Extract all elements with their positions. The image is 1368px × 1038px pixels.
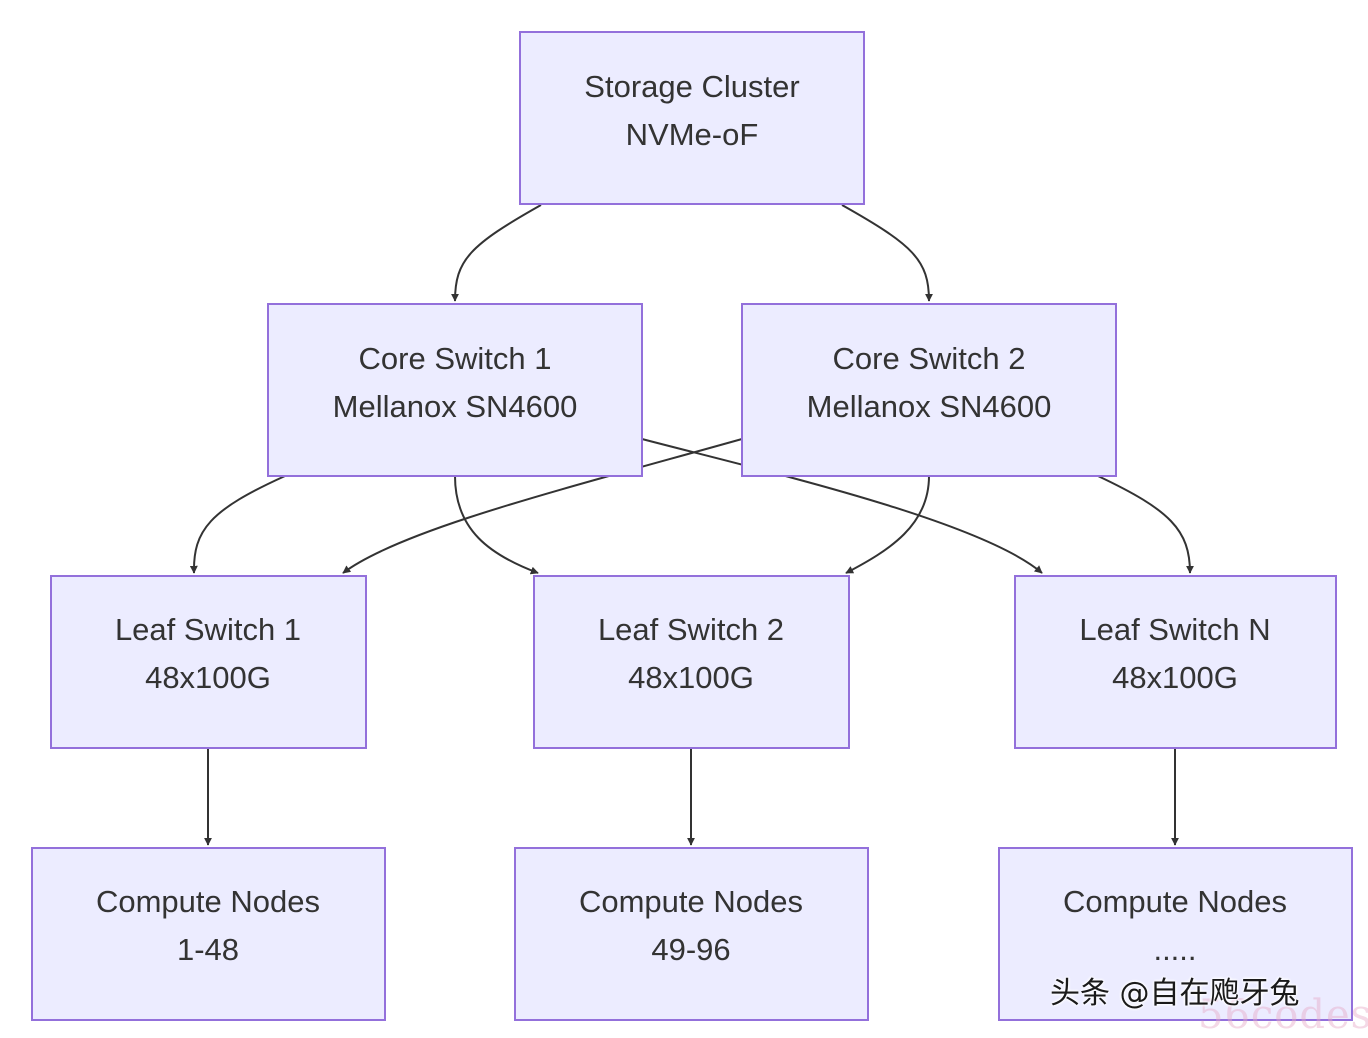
node-label-line1: Core Switch 1 (359, 341, 552, 376)
edge-core1-to-leaf2 (454, 475, 539, 575)
node-label-line2: Mellanox SN4600 (333, 389, 578, 424)
node-label-line2: ..... (1153, 932, 1196, 967)
node-label-line1: Storage Cluster (584, 69, 799, 104)
edge-core2-to-leaf2 (845, 475, 930, 574)
faint-watermark: 56codes (1198, 992, 1368, 1038)
node-label-line1: Compute Nodes (96, 884, 320, 919)
source-watermark: 头条 @自在飑牙兔 (1050, 976, 1300, 1011)
node-label-line2: NVMe-oF (626, 117, 759, 152)
node-label-line1: Compute Nodes (1063, 884, 1287, 919)
node-label-line2: 48x100G (628, 660, 754, 695)
node-leaf-switch-2: Leaf Switch 2 48x100G (533, 575, 850, 749)
node-leaf-switch-1: Leaf Switch 1 48x100G (50, 575, 367, 749)
node-storage-cluster: Storage Cluster NVMe-oF (519, 31, 865, 205)
node-compute-nodes-n: Compute Nodes ..... (998, 847, 1353, 1021)
node-label-line1: Compute Nodes (579, 884, 803, 919)
node-label-line1: Leaf Switch 2 (598, 612, 784, 647)
node-label-line1: Leaf Switch 1 (115, 612, 301, 647)
edge-core2-to-leaf1 (342, 438, 743, 574)
node-label-line1: Core Switch 2 (833, 341, 1026, 376)
node-label-line2: 1-48 (177, 932, 239, 967)
node-core-switch-2: Core Switch 2 Mellanox SN4600 (741, 303, 1117, 477)
node-label-line1: Leaf Switch N (1079, 612, 1270, 647)
edges (189, 204, 1194, 846)
node-compute-nodes-1-48: Compute Nodes 1-48 (31, 847, 386, 1021)
node-label-line2: Mellanox SN4600 (807, 389, 1052, 424)
edge-core1-to-leaf1 (189, 475, 286, 574)
node-label-line2: 48x100G (1112, 660, 1238, 695)
edge-storage-to-core2 (841, 204, 933, 302)
node-compute-nodes-49-96: Compute Nodes 49-96 (514, 847, 869, 1021)
node-leaf-switch-n: Leaf Switch N 48x100G (1014, 575, 1337, 749)
edge-core2-to-leafN (1097, 475, 1194, 574)
node-core-switch-1: Core Switch 1 Mellanox SN4600 (267, 303, 643, 477)
node-label-line2: 49-96 (651, 932, 730, 967)
edge-storage-to-core1 (451, 204, 542, 302)
node-label-line2: 48x100G (145, 660, 271, 695)
